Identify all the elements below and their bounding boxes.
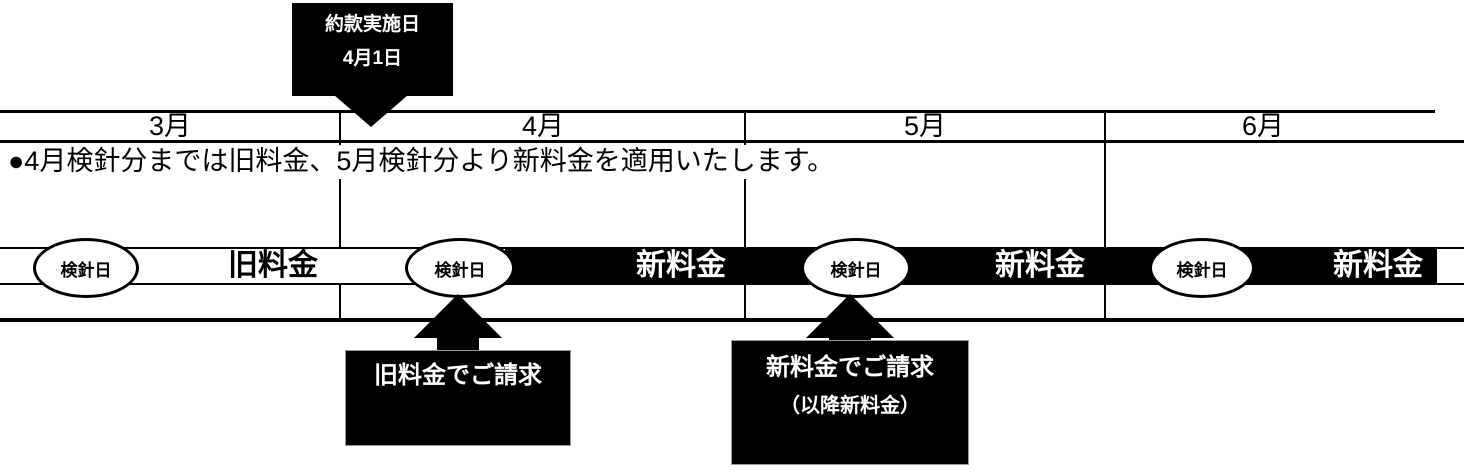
- meter-reading-oval-may: 検針日: [801, 238, 911, 298]
- month-label-may: 5月: [903, 111, 947, 141]
- old-rate-label: 旧料金: [228, 249, 318, 282]
- implementation-date-title: 約款実施日: [324, 14, 420, 35]
- meter-reading-label: 検針日: [434, 260, 486, 280]
- column-divider-3-lower: [1104, 285, 1106, 318]
- new-rate-bar: [505, 247, 1437, 285]
- month-label-june: 6月: [1241, 111, 1285, 141]
- new-rate-label-2: 新料金: [995, 249, 1085, 282]
- new-billing-text: 新料金でご請求: [766, 354, 934, 381]
- old-billing-text: 旧料金でご請求: [374, 362, 542, 389]
- up-arrow-icon-new: [806, 294, 894, 338]
- up-arrow-icon-old: [414, 294, 502, 338]
- new-billing-subtext: （以降新料金）: [780, 395, 920, 417]
- up-arrow-shaft-new: [829, 334, 871, 342]
- column-divider-1-upper: [339, 143, 341, 247]
- meter-reading-label: 検針日: [830, 260, 882, 280]
- column-divider-3-upper: [1104, 143, 1106, 247]
- old-billing-callout: 旧料金でご請求: [345, 350, 571, 446]
- meter-reading-oval-april: 検針日: [405, 238, 515, 298]
- implementation-date-callout: 約款実施日 4月1日: [292, 3, 453, 96]
- header-divider-1: [339, 113, 341, 140]
- header-divider-2: [744, 113, 746, 140]
- meter-reading-label: 検針日: [1176, 260, 1228, 280]
- new-rate-label-3: 新料金: [1333, 249, 1423, 282]
- implementation-date-value: 4月1日: [342, 48, 403, 69]
- meter-reading-label: 検針日: [60, 260, 112, 280]
- bottom-thick-line: [0, 318, 1464, 322]
- note-text: ●4月検針分までは旧料金、5月検針分より新料金を適用いたします。: [8, 145, 841, 179]
- up-arrow-shaft-old: [437, 334, 479, 352]
- new-billing-callout: 新料金でご請求 （以降新料金）: [731, 340, 969, 465]
- column-divider-2-lower: [744, 285, 746, 318]
- header-top-border: [0, 110, 1435, 113]
- month-label-april: 4月: [521, 111, 565, 141]
- meter-reading-oval-march: 検針日: [33, 238, 139, 298]
- header-divider-3: [1104, 113, 1106, 140]
- month-label-march: 3月: [148, 111, 192, 141]
- new-rate-label-1: 新料金: [636, 249, 726, 282]
- meter-reading-oval-june: 検針日: [1149, 238, 1255, 298]
- column-divider-1-lower: [339, 285, 341, 318]
- column-divider-2-upper: [744, 143, 746, 247]
- header-bottom-border: [0, 140, 1464, 143]
